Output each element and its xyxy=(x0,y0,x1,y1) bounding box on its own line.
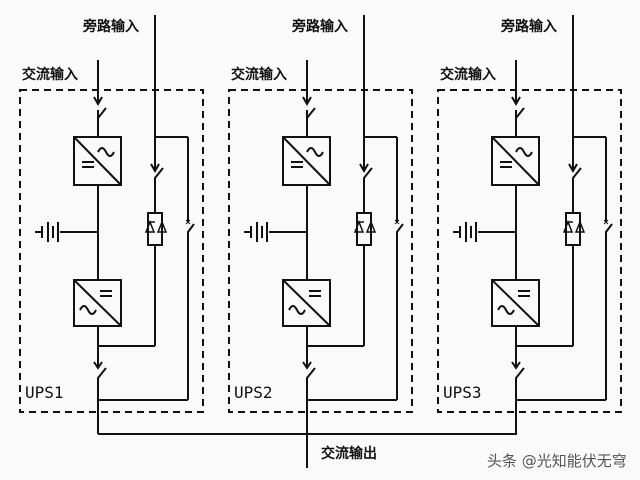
bypass-switch xyxy=(572,167,582,185)
bypass-switch xyxy=(363,167,373,185)
maintenance-switch xyxy=(187,223,195,238)
rectifier-input-switch xyxy=(306,107,316,121)
output-switch xyxy=(97,367,107,385)
ac-symbol xyxy=(515,147,533,157)
ac-symbol xyxy=(306,147,324,157)
ac-output-label: 交流输出 xyxy=(321,446,377,462)
output-switch xyxy=(306,367,316,385)
thyristor-icon xyxy=(353,219,377,233)
bypass-switch xyxy=(154,167,164,185)
ups-module-2 xyxy=(228,15,413,434)
rectifier-input-switch xyxy=(97,107,107,121)
arrow-icon xyxy=(511,96,521,107)
arrow-icon xyxy=(302,96,312,107)
ups-name-label: UPS3 xyxy=(443,383,482,402)
ac-input-label: 交流输入 xyxy=(231,67,287,83)
maintenance-switch xyxy=(396,223,404,238)
bypass-input-label: 旁路输入 xyxy=(501,19,557,35)
ac-symbol xyxy=(497,305,515,315)
thyristor-icon xyxy=(562,219,586,233)
ups-name-label: UPS1 xyxy=(25,383,64,402)
rectifier-input-switch xyxy=(515,107,525,121)
divider xyxy=(282,136,331,186)
arrow-icon xyxy=(568,163,578,174)
switch-mark xyxy=(394,219,400,225)
divider xyxy=(491,136,540,186)
switch-mark xyxy=(185,219,191,225)
ac-symbol xyxy=(79,305,97,315)
output-switch xyxy=(515,367,525,385)
divider xyxy=(73,136,122,186)
ups-name-label: UPS2 xyxy=(234,383,273,402)
module-enclosure xyxy=(437,89,622,413)
maintenance-switch xyxy=(605,223,613,238)
ac-symbol xyxy=(288,305,306,315)
watermark: 头条 @光知能伏无穹 xyxy=(487,452,627,470)
ac-symbol xyxy=(97,147,115,157)
ac-input-label: 交流输入 xyxy=(440,67,496,83)
switch-mark xyxy=(603,219,609,225)
bypass-input-label: 旁路输入 xyxy=(83,19,139,35)
divider xyxy=(282,279,331,327)
ac-input-label: 交流输入 xyxy=(22,67,78,83)
arrow-icon xyxy=(93,96,103,107)
bypass-input-label: 旁路输入 xyxy=(292,19,348,35)
divider xyxy=(73,279,122,327)
ups-module-1 xyxy=(19,15,204,434)
ups-module-3 xyxy=(437,15,622,434)
module-enclosure xyxy=(19,89,204,413)
divider xyxy=(491,279,540,327)
arrow-icon xyxy=(150,163,160,174)
thyristor-icon xyxy=(144,219,168,233)
arrow-icon xyxy=(359,163,369,174)
module-enclosure xyxy=(228,89,413,413)
